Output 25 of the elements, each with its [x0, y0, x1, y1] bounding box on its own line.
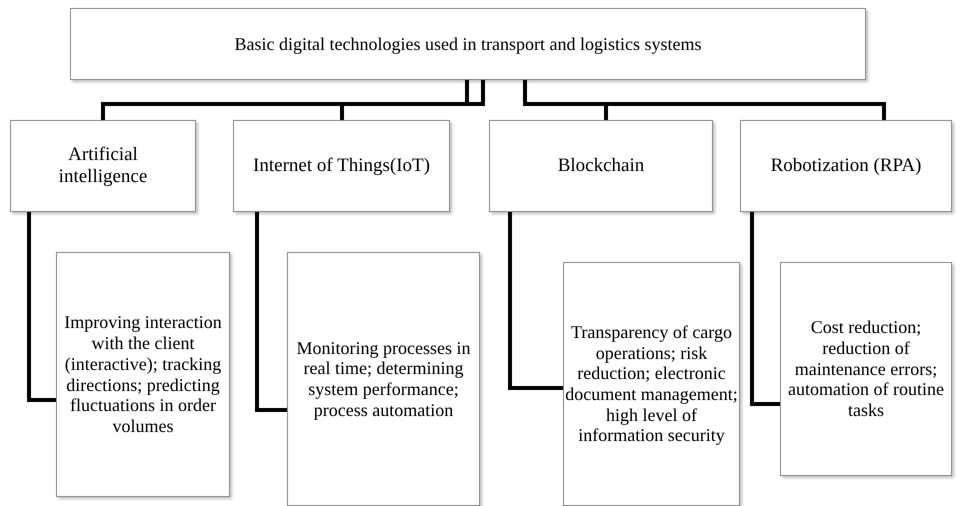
- connector-line: [523, 80, 886, 120]
- category-box: [233, 120, 450, 212]
- title-box: [70, 8, 866, 80]
- description-box: [780, 262, 952, 476]
- connector-line: [27, 212, 56, 402]
- description-box: [563, 262, 740, 506]
- description-box: [287, 252, 480, 506]
- connector-line: [101, 80, 469, 120]
- box-text: Robotization (RPA): [770, 155, 922, 177]
- connector-line: [750, 212, 780, 406]
- category-box: [10, 120, 196, 212]
- category-box: [489, 120, 713, 212]
- box-text: Transparency of cargo operations; risk reduction; electronic document management; high level of information security: [565, 322, 738, 446]
- box-text: Blockchain: [558, 155, 644, 177]
- connector-line: [508, 212, 563, 390]
- category-box: [740, 120, 952, 212]
- box-text: Artificial intelligence: [58, 144, 148, 188]
- connector-line: [340, 80, 485, 120]
- box-text: Basic digital technologies used in transport and logistics systems: [234, 34, 702, 54]
- connector-line: [255, 212, 287, 412]
- box-text: Improving interaction with the client (interactive); tracking directions; predicting fluctuations in order volumes: [63, 312, 223, 437]
- box-text: Internet of Things(IoT): [253, 155, 430, 177]
- description-box: [56, 252, 230, 497]
- box-text: Monitoring processes in real time; determining system performance; process automation: [296, 338, 472, 420]
- box-text: Cost reduction; reduction of maintenance errors; automation of routine tasks: [787, 317, 945, 421]
